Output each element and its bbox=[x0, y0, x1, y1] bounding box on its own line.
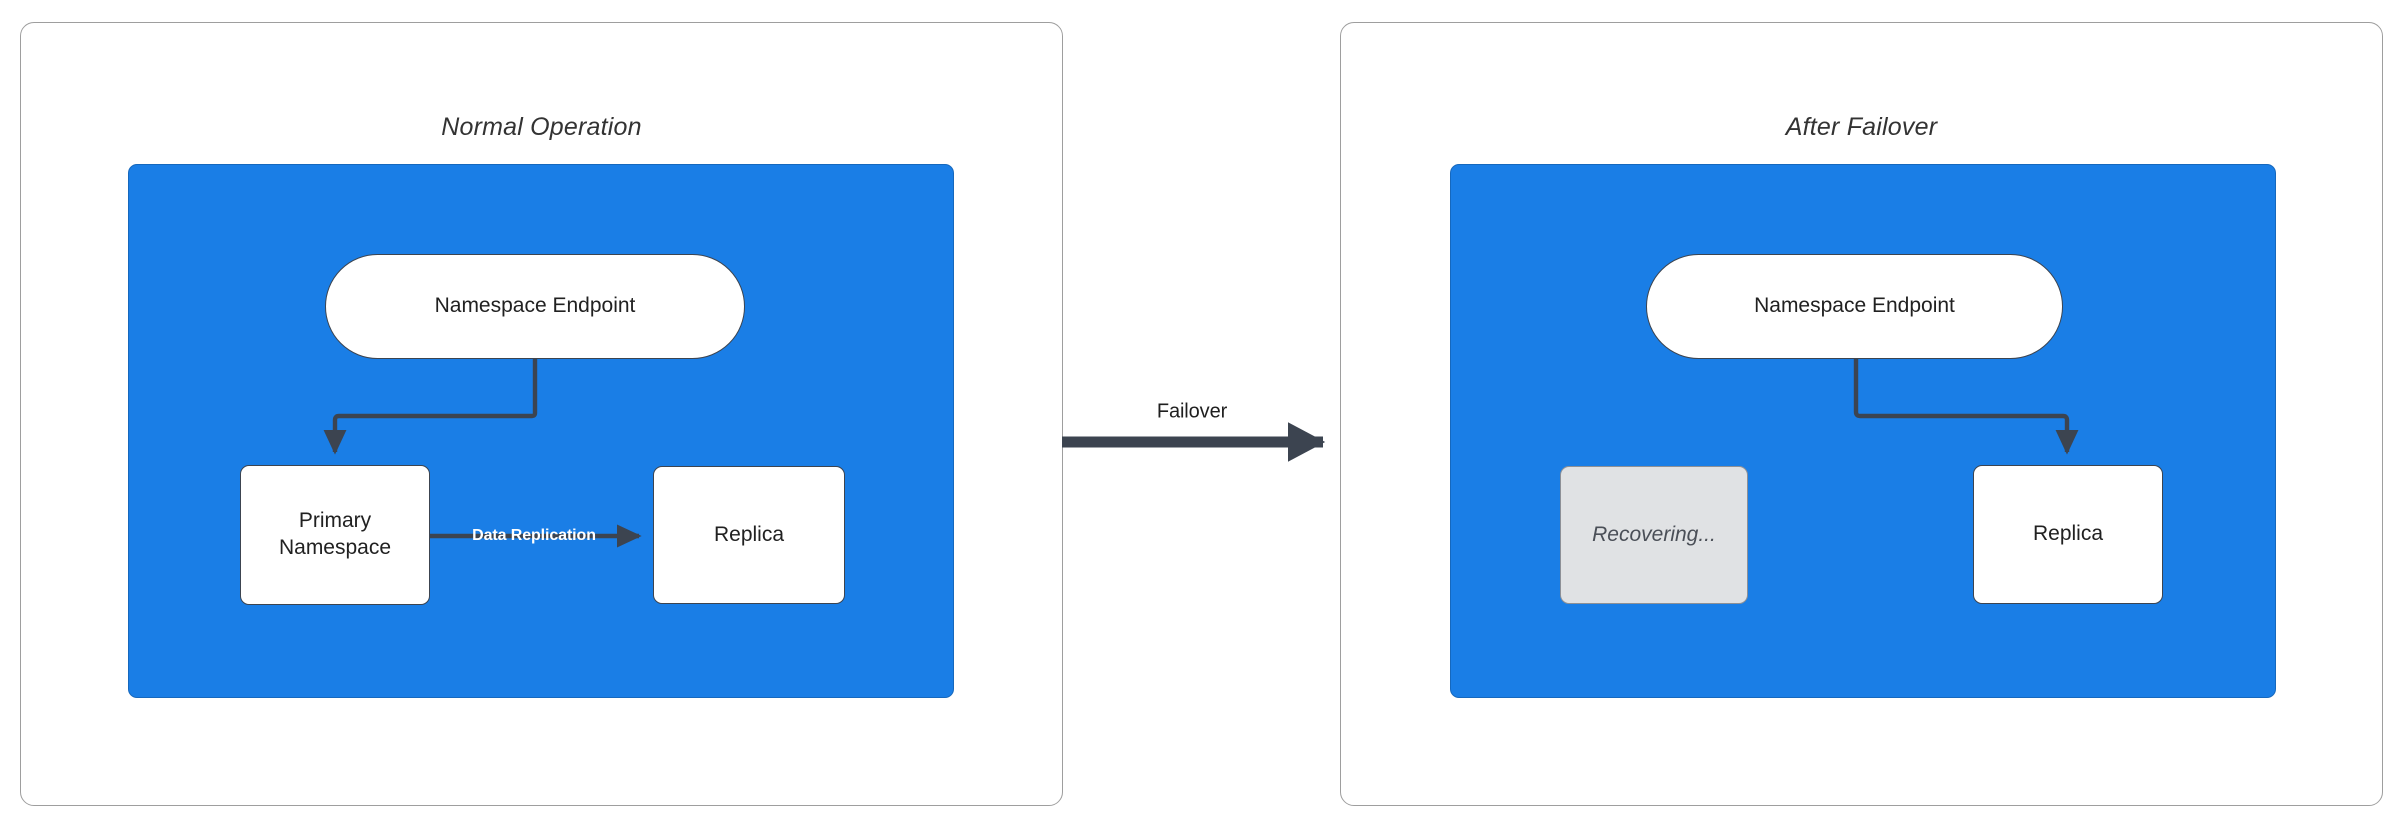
cluster-failover-region bbox=[1450, 164, 2276, 698]
cluster-primary-region bbox=[128, 164, 954, 698]
node-replica-left[interactable]: Replica bbox=[653, 466, 845, 604]
panel-title-normal-operation: Normal Operation bbox=[441, 113, 642, 141]
node-recovering[interactable]: Recovering... bbox=[1560, 466, 1748, 604]
node-primary-namespace-line2: Namespace bbox=[278, 536, 392, 559]
edge-label-failover: Failover bbox=[1156, 400, 1228, 423]
node-primary-namespace-line1: Primary bbox=[298, 509, 372, 533]
panel-title-after-failover: After Failover bbox=[1785, 113, 1938, 141]
node-namespace-endpoint-right[interactable]: Namespace Endpoint bbox=[1646, 254, 2063, 359]
edge-label-data-replication: Data Replication bbox=[472, 527, 596, 544]
node-replica-right[interactable]: Replica bbox=[1973, 465, 2163, 604]
node-namespace-endpoint-left[interactable]: Namespace Endpoint bbox=[325, 254, 745, 359]
node-primary-namespace[interactable]: Primary Namespace bbox=[240, 465, 430, 605]
